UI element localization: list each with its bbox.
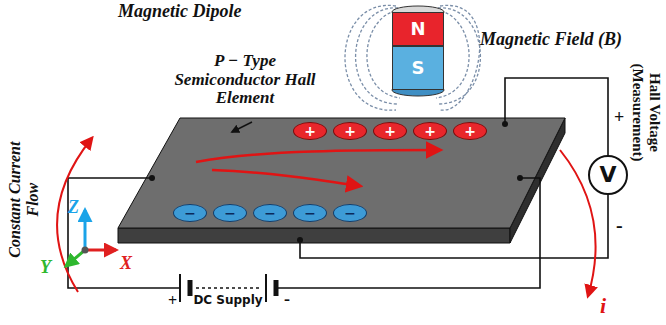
south-pole: S — [392, 46, 444, 90]
node-text: − — [304, 206, 316, 220]
polarity-sign: + — [168, 292, 177, 310]
current-arc — [57, 138, 92, 292]
axis-origin — [82, 247, 89, 254]
z-axis — [84, 210, 87, 250]
positive-charge: + — [373, 122, 407, 140]
current-label: Constant Current Flow — [6, 135, 41, 265]
plate-top — [118, 118, 565, 228]
axis-label: X — [120, 254, 132, 274]
contact-dot — [297, 237, 303, 243]
supply-label: DC Supply — [193, 294, 262, 307]
node-text: V — [599, 164, 616, 186]
node-text: − — [224, 206, 236, 220]
supply-wire — [68, 178, 540, 288]
positive-charge: + — [453, 122, 487, 140]
hall-voltage-label: Hall Voltage (Measurement) — [630, 47, 663, 177]
axis-label: Y — [40, 258, 51, 278]
node-text: − — [264, 206, 276, 220]
node-text: − — [184, 206, 196, 220]
field-label: Magnetic Field (B) — [480, 30, 622, 50]
y-axis — [66, 250, 85, 266]
contact-dot — [517, 175, 523, 181]
node-text: + — [384, 124, 396, 138]
node-text: + — [424, 124, 436, 138]
positive-charge: + — [333, 122, 367, 140]
negative-charge: − — [253, 204, 287, 222]
current-arrow — [212, 170, 360, 186]
node-text: S — [412, 59, 425, 77]
node-text: + — [304, 124, 316, 138]
leader-line — [232, 122, 252, 132]
node-text: − — [344, 206, 356, 220]
negative-charge: − — [213, 204, 247, 222]
node-text: + — [344, 124, 356, 138]
negative-charge: − — [173, 204, 207, 222]
dipole-label: Magnetic Dipole — [118, 2, 242, 22]
polarity-sign: - — [284, 290, 290, 310]
meter-wire — [300, 78, 608, 258]
negative-charge: − — [333, 204, 367, 222]
negative-charge: − — [293, 204, 327, 222]
contact-dot — [502, 121, 508, 127]
current-symbol: i — [600, 294, 606, 318]
voltmeter: V — [588, 155, 628, 195]
element-label: P − Type Semiconductor Hall Element — [170, 52, 320, 108]
north-pole: N — [392, 12, 444, 46]
contact-dot — [149, 175, 155, 181]
polarity-sign: - — [616, 214, 623, 236]
current-arrow — [196, 150, 440, 162]
x-axis — [85, 249, 116, 252]
node-text: N — [410, 20, 425, 38]
positive-charge: + — [413, 122, 447, 140]
node-text: + — [464, 124, 476, 138]
plate-front — [118, 228, 510, 243]
positive-charge: + — [293, 122, 327, 140]
axis-label: Z — [68, 198, 79, 218]
field-lines — [345, 5, 480, 110]
polarity-sign: + — [614, 108, 624, 128]
